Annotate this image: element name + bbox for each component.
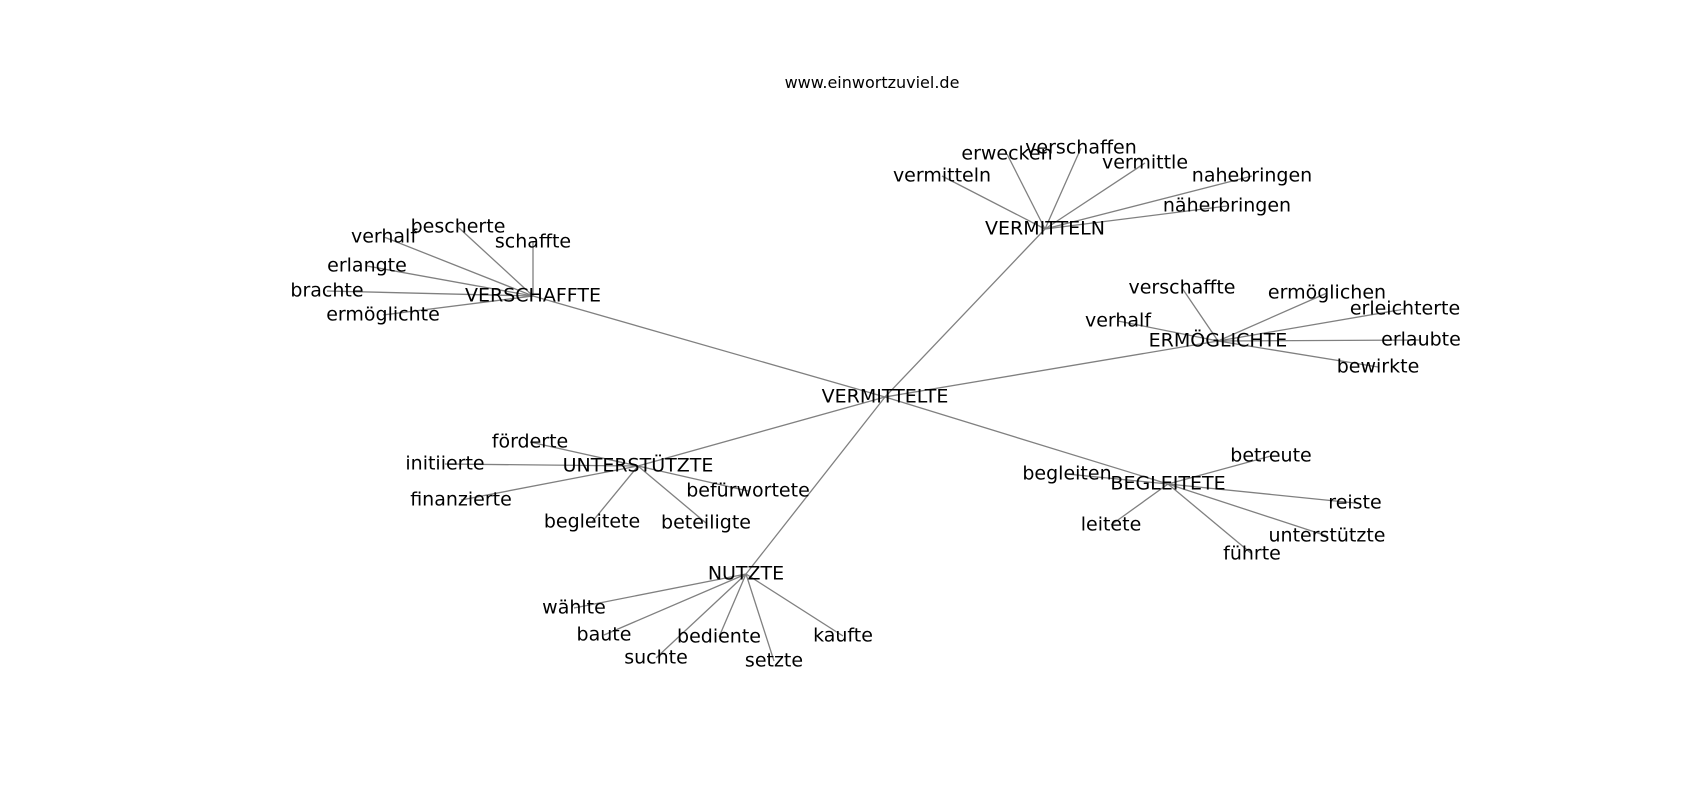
leaf-node-verschaffte-verhalf: verhalf [351,226,418,248]
site-title: www.einwortzuviel.de [785,73,960,92]
hub-node-nutzte: NUTZTE [708,563,784,585]
edge-nutzte-waehlte [573,573,747,609]
edge-root-begleitete [884,396,1169,485]
edge-vermitteln-verschaffen [1044,147,1082,230]
edge-root-nutzte [745,396,886,575]
edge-verschaffte-verhalf [383,236,534,297]
edge-unterstuetzte-foerderte [529,441,639,467]
edge-root-vermitteln [884,228,1046,398]
leaf-node-begleitete-betreute: betreute [1230,445,1311,467]
edge-begleitete-betreute [1167,455,1272,485]
leaf-node-begleitete-reiste: reiste [1328,492,1381,514]
leaf-node-verschaffte-erlangte: erlangte [327,255,407,277]
edge-ermoeglichte-erlaubte [1217,339,1422,342]
leaf-node-unterstuetzte-initiierte: initiierte [405,453,484,475]
leaf-node-nutzte-kaufte: kaufte [813,625,873,647]
leaf-node-ermoeglichte-erleichterte: erleichterte [1350,298,1460,320]
edge-ermoeglichte-bewirkte [1217,340,1379,368]
leaf-node-vermitteln-verschaffen: verschaffen [1025,137,1137,159]
edges-layer [326,147,1422,662]
leaf-node-verschaffte-bescherte: bescherte [411,216,506,238]
leaf-node-begleitete-fuehrte: führte [1223,543,1281,565]
edge-vermitteln-erwecken [1006,153,1046,230]
edge-verschaffte-brachte [326,290,534,297]
leaf-node-unterstuetzte-finanzierte: finanzierte [410,489,512,511]
edge-begleitete-begleiten [1066,473,1169,485]
leaf-node-vermitteln-vermittle: vermittle [1102,152,1188,174]
leaf-node-verschaffte-ermoeglichte: ermöglichte [326,304,440,326]
edge-verschaffte-bescherte [457,226,534,297]
hub-node-verschaffte: VERSCHAFFTE [465,285,601,307]
edge-unterstuetzte-initiierte [444,463,639,467]
edge-root-verschaffte [532,295,886,398]
edge-vermitteln-nahebringen [1044,175,1253,230]
edge-unterstuetzte-begleitete [591,465,639,523]
edge-begleitete-reiste [1167,483,1356,504]
edge-nutzte-bediente [718,573,747,638]
edge-begleitete-leitete [1110,483,1169,526]
edge-begleitete-unterstuetzte [1167,483,1328,537]
leaf-node-unterstuetzte-begleitete: begleitete [544,511,640,533]
leaf-node-vermitteln-erwecken: erwecken [961,143,1052,165]
hub-node-ermoeglichte: ERMÖGLICHTE [1149,329,1288,352]
edge-vermitteln-naeherbringen [1044,205,1228,230]
labels-layer: vermittelnerweckenverschaffenvermittlena… [290,137,1460,672]
hub-node-vermitteln: VERMITTELN [985,218,1105,240]
leaf-node-vermitteln-nahebringen: nahebringen [1192,165,1312,187]
leaf-node-verschaffte-schaffte: schaffte [495,231,571,253]
edge-unterstuetzte-finanzierte [460,465,639,501]
edge-unterstuetzte-befuerwortete [637,465,749,492]
leaf-node-ermoeglichte-erlaubte: erlaubte [1381,329,1461,351]
leaf-node-ermoeglichte-verschaffte: verschaffte [1128,277,1235,299]
leaf-node-unterstuetzte-befuerwortete: befürwortete [686,480,810,502]
leaf-node-nutzte-baute: baute [577,624,632,646]
leaf-node-verschaffte-brachte: brachte [290,280,363,302]
leaf-node-unterstuetzte-foerderte: förderte [492,431,569,453]
edge-nutzte-setzte [745,573,775,662]
leaf-node-nutzte-bediente: bediente [677,626,761,648]
edge-ermoeglichte-ermoeglichen [1217,292,1328,342]
edge-root-ermoeglichte [884,340,1219,398]
hub-node-begleitete: BEGLEITETE [1110,473,1225,495]
leaf-node-vermitteln-naeherbringen: näherbringen [1163,195,1291,217]
hub-node-unterstuetzte: UNTERSTÜTZTE [563,454,714,477]
leaf-node-begleitete-begleiten: begleiten [1022,463,1111,485]
edge-nutzte-kaufte [745,573,844,637]
edge-vermitteln-vermitteln [941,175,1046,230]
edge-ermoeglichte-verhalf [1117,320,1219,342]
edge-nutzte-baute [603,573,747,636]
leaf-node-begleitete-leitete: leitete [1081,514,1142,536]
root-node: VERMITTELTE [822,386,949,408]
leaf-node-ermoeglichte-verhalf: verhalf [1085,310,1152,332]
edge-verschaffte-ermoeglichte [382,295,534,316]
leaf-node-vermitteln-vermitteln: vermitteln [893,165,991,187]
leaf-node-nutzte-setzte: setzte [745,650,803,672]
edge-root-unterstuetzte [637,396,886,467]
edge-vermitteln-vermittle [1044,162,1146,230]
edge-ermoeglichte-verschaffte [1181,287,1219,342]
leaf-node-ermoeglichte-ermoeglichen: ermöglichen [1268,282,1386,304]
leaf-node-nutzte-suchte: suchte [624,647,688,669]
edge-ermoeglichte-erleichterte [1217,308,1406,342]
leaf-node-begleitete-unterstuetzte: unterstützte [1269,525,1386,547]
edge-nutzte-suchte [655,573,747,659]
leaf-node-unterstuetzte-beteiligte: beteiligte [661,512,751,534]
edge-begleitete-fuehrte [1167,483,1253,555]
edge-unterstuetzte-beteiligte [637,465,707,524]
edge-verschaffte-erlangte [366,265,534,297]
leaf-node-ermoeglichte-bewirkte: bewirkte [1337,356,1420,378]
leaf-node-nutzte-waehlte: wählte [542,597,606,619]
